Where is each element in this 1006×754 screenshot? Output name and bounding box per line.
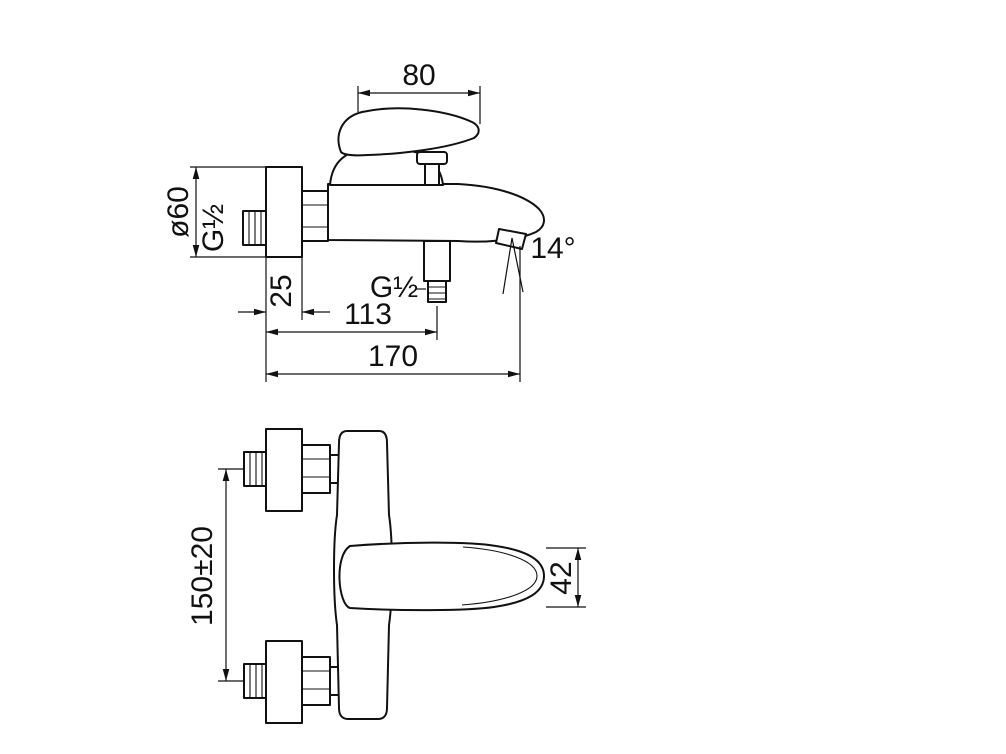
bottom-wall-flange [265,640,303,724]
side-view-faucet-outline [242,107,545,303]
spout-angle-label: 14° [530,232,575,265]
outlet-thread-label: G½ [370,271,418,304]
bottom-nipple-threads [249,664,263,698]
dim-150-label: 150±20 [186,526,219,626]
dim-150-extension-lines [218,468,244,682]
dim-113-label: 113 [344,298,392,331]
diverter-cap [416,151,448,165]
dim-d60-label: ø60 [162,186,195,238]
shower-outlet [423,240,451,282]
dimension-113: 113 [266,298,438,340]
dimension-25: 25 [238,243,330,382]
top-wall-flange [265,428,303,512]
dim-25-label: 25 [265,274,298,307]
top-hex-facets [302,458,330,478]
shower-outlet-thread [427,280,447,303]
bottom-inlet-nipple [243,663,267,699]
dim-42-label: 42 [545,561,578,594]
top-inlet-nipple [243,451,267,487]
lever-handle-front [338,541,545,612]
lever-handle [337,107,480,157]
inlet-thread-lines [248,211,262,245]
front-view: 150±20 42 [186,428,586,724]
diverter-stem [424,162,440,186]
front-view-faucet-outline [243,428,545,724]
lever-end-detail [461,546,538,606]
hex-union [301,190,329,242]
aerator [495,228,527,250]
dim-170-label: 170 [368,340,418,373]
hex-facet-lines [302,204,328,228]
dim-80-label: 80 [402,59,435,92]
angle-indicator-lines [502,237,524,295]
bottom-hex-union [301,656,331,706]
dim-25-extension-lines [265,243,303,382]
dimension-150: 150±20 [186,468,244,682]
inlet-thread-label: G½ [197,204,230,252]
mixer-body [327,183,545,243]
side-view: 80 ø60 G½ 25 G½ 14° 113 [162,59,576,382]
outlet-thread-callout: G½ [370,271,426,304]
top-nipple-threads [249,452,263,486]
dimension-80: 80 [357,59,481,124]
wall-flange [265,166,303,258]
dimension-d60: ø60 [162,166,266,258]
dimension-42: 42 [545,547,586,608]
dimension-170: 170 [266,246,521,382]
dim-d60-extension-lines [190,166,266,258]
outlet-thread-lines [428,286,446,300]
bottom-hex-facets [302,670,330,690]
top-hex-union [301,444,331,494]
